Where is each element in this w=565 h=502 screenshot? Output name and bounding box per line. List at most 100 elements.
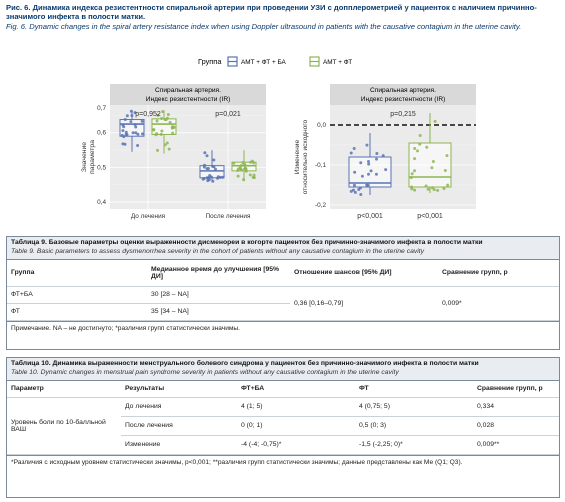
box-series-1-point <box>426 187 430 191</box>
table-cell: 4 (1; 5) <box>237 397 355 417</box>
panel-left: Спиральная артерия. Индекс резистентност… <box>81 84 266 220</box>
box-series-0-point <box>121 129 125 133</box>
panel-left-strip <box>110 84 266 105</box>
box-series-1-point <box>413 169 417 173</box>
table-cell-or: 0,36 [0,16–0,79] <box>290 286 438 321</box>
y-axis-label: Значение <box>81 142 88 172</box>
box-series-1-point <box>161 110 165 114</box>
box-series-1-point <box>168 120 172 124</box>
box-series-1-point <box>436 188 440 192</box>
y-tick-label: -0,1 <box>315 162 326 169</box>
table-header-cell: Медианное время до улучшения [95% ДИ] <box>147 260 290 287</box>
box-series-1-point <box>171 131 175 135</box>
box-series-0-point <box>351 188 355 192</box>
box-series-0-point <box>216 176 220 180</box>
table-cell: -4 (-4; -0,75)* <box>237 435 355 455</box>
table-10-grid: Параметр Результаты ФТ+БА ФТ Сравнение г… <box>7 381 559 455</box>
box-series-1-point <box>165 141 169 145</box>
box-series-0-point <box>366 160 370 164</box>
box-series-1-point <box>156 148 160 152</box>
table-9-note: Примечание. NA – не достигнуто; *различи… <box>7 320 559 335</box>
legend-label-2: АМТ + ФТ <box>323 59 352 66</box>
panel-right-title-1: Спиральная артерия. <box>370 87 436 94</box>
box-series-0-point <box>359 193 363 197</box>
box-series-0-point <box>201 177 205 181</box>
table-10-title-ru: Таблица 10. Динамика выраженности менстр… <box>11 360 479 367</box>
box-series-0-point <box>136 132 140 136</box>
box-series-1-point <box>236 167 240 171</box>
box-series-1-point <box>243 163 247 167</box>
box-series-0-point <box>367 172 371 176</box>
table-cell-p: 0,009* <box>438 286 559 321</box>
box-series-1-point <box>409 176 413 180</box>
p-value-label: p=0,952 <box>135 111 161 118</box>
table-header-cell: Параметр <box>7 381 121 398</box>
box-series-1-point <box>239 163 243 167</box>
table-row: Уровень боли по 10-балльной ВАШ До лечен… <box>7 397 559 455</box>
box-series-0-point <box>353 190 357 194</box>
box-series-0-point <box>366 183 370 187</box>
box-series-0-point <box>375 157 379 161</box>
box-series-0-point <box>352 147 356 151</box>
panel-right-title-2: Индекс резистентности (IR) <box>361 96 446 103</box>
y-tick-label: 0,7 <box>97 105 106 112</box>
box-series-0-point <box>203 151 207 155</box>
box-series-1-point <box>433 119 437 123</box>
table-header-cell: Результаты <box>121 381 237 398</box>
box-series-1-point <box>240 168 244 172</box>
box-series-0-point <box>375 152 379 156</box>
y-tick-label: 0,5 <box>97 164 106 171</box>
table-header-cell: ФТ <box>355 381 473 398</box>
box-series-0-point <box>211 179 215 183</box>
table-cell-param: Уровень боли по 10-балльной ВАШ <box>7 397 121 455</box>
box-series-0-point <box>349 189 353 193</box>
box-series-0-point <box>121 123 125 127</box>
panel-right-strip <box>330 84 476 105</box>
box-series-0-point <box>202 165 206 169</box>
box-series-0-point <box>120 133 124 137</box>
table-cell: До лечения <box>121 397 237 417</box>
box-series-0-point <box>130 113 134 117</box>
box-series-0-point <box>352 183 356 187</box>
legend-title: Группа <box>198 57 222 66</box>
box-series-1-point <box>159 132 163 136</box>
box-series-1-point <box>241 160 245 164</box>
box-series-0-point <box>124 130 128 134</box>
box-series-1-point <box>163 143 167 147</box>
box-series-1-point <box>410 185 414 189</box>
box-series-1-point <box>248 173 252 177</box>
box-series-0-point <box>211 164 215 168</box>
box-series-1-point <box>443 169 447 173</box>
y-axis-label: Изменение <box>294 140 301 175</box>
table-9: Таблица 9. Базовые параметры оценки выра… <box>6 236 560 350</box>
box-series-0-point <box>369 169 373 173</box>
box-series-0-point <box>123 118 127 122</box>
box-series-0-point <box>133 123 137 127</box>
box-series-0-point <box>360 174 364 178</box>
box-series-1-point <box>167 147 171 151</box>
panel-left-title-2: Индекс резистентности (IR) <box>146 96 231 103</box>
table-header-row: Группа Медианное время до улучшения [95%… <box>7 260 559 287</box>
table-9-title-ru: Таблица 9. Базовые параметры оценки выра… <box>11 239 483 246</box>
box-series-1-point <box>416 149 420 153</box>
table-cell: -1,5 (-2,25; 0)* <box>355 435 473 455</box>
box-series-1-point <box>431 159 435 163</box>
table-cell: 0,5 (0; 3) <box>355 416 473 436</box>
box-series-0-point <box>349 151 353 155</box>
p-value-bottom-label: p<0,001 <box>417 213 443 220</box>
table-header-cell: Сравнение групп, p <box>438 260 559 287</box>
box-series-0-point <box>133 111 137 115</box>
box-series-1-point <box>410 172 414 176</box>
p-value-bottom-label: p<0,001 <box>357 213 383 220</box>
table-cell: ФТ+БА <box>7 286 147 304</box>
box-series-1-point <box>236 174 240 178</box>
box-series-0-point <box>134 125 138 129</box>
table-9-title-en: Table 9. Basic parameters to assess dysm… <box>11 247 425 255</box>
table-10-note: *Различия с исходным уровнем статистичес… <box>7 454 559 469</box>
table-cell: 30 [28 – NA] <box>147 286 290 304</box>
box-series-1-point <box>171 126 175 130</box>
box-series-0-point <box>123 142 127 146</box>
table-10: Таблица 10. Динамика выраженности менстр… <box>6 357 560 498</box>
box-series-0-point <box>213 167 217 171</box>
box-series-1-point <box>154 133 158 137</box>
